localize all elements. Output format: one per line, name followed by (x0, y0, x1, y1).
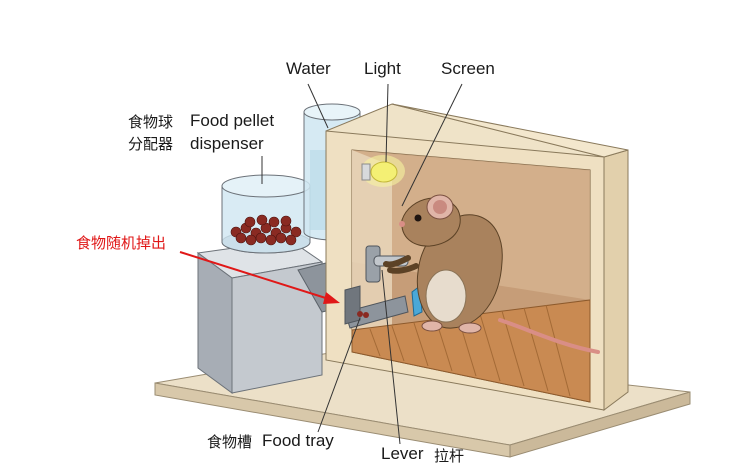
food-tray-label-en: Food tray (262, 431, 334, 450)
lever (365, 245, 423, 317)
water-leader (307, 83, 329, 129)
water-label: Water (286, 59, 331, 78)
lever-label-en: Lever (381, 444, 424, 463)
screen-label: Screen (441, 59, 495, 78)
food-pellet-dispenser-bowl (221, 174, 311, 254)
food-tray (344, 285, 409, 329)
operant-chamber (325, 103, 629, 411)
dispenser-label-en-line1: Food pellet (190, 111, 275, 130)
lever-label-zh: 拉杆 (434, 447, 465, 465)
random-drop-label: 食物随机掉出 (76, 234, 167, 252)
light-label: Light (364, 59, 401, 78)
food-pellets (230, 214, 302, 246)
light-leader (385, 83, 389, 163)
dispenser-label-zh-line2: 分配器 (128, 135, 174, 153)
light-bulb (361, 155, 405, 187)
random-drop-arrow (179, 251, 340, 304)
dispenser-label-en-line2: dispenser (190, 134, 264, 153)
dispenser-housing (196, 239, 351, 394)
screen-leader (401, 83, 463, 207)
mouse (383, 194, 600, 354)
food-tray-label-zh: 食物槽 (207, 433, 253, 451)
lever-leader (381, 269, 401, 445)
dispenser-label-zh-line1: 食物球 (128, 113, 174, 131)
food-tray-leader (317, 317, 361, 433)
leader-lines (261, 83, 463, 445)
